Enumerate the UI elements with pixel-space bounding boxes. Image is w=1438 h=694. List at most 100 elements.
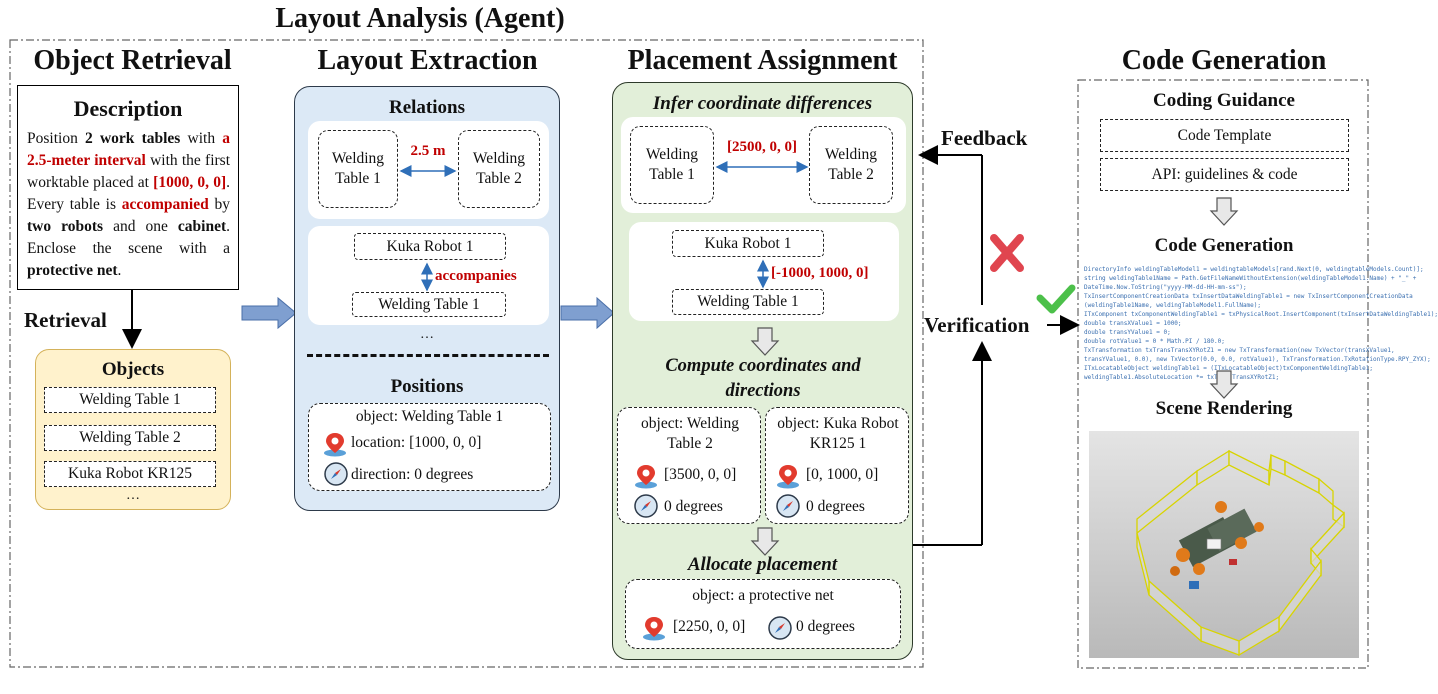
down-arrow-icon: [750, 527, 780, 556]
compass-icon: [768, 616, 792, 640]
description-segment: and one: [103, 218, 178, 235]
object-item: Welding Table 2: [44, 425, 216, 451]
diff-label: [-1000, 1000, 0]: [771, 265, 869, 281]
down-arrow-icon: [1209, 370, 1239, 399]
api-box: API: guidelines & code: [1100, 158, 1349, 191]
object-item: Welding Table 1: [44, 387, 216, 413]
computed-object-name: object: Kuka Robot KR125 1: [777, 415, 899, 452]
allocation-direction: 0 degrees: [796, 618, 855, 635]
agent-frame: [9, 39, 924, 668]
code-line: weldingTable1.AbsoluteLocation *= txTran…: [1084, 374, 1280, 381]
relations-ellipsis: …: [420, 327, 434, 342]
flow-arrow-1: [241, 296, 297, 330]
relations-title: Relations: [389, 97, 465, 118]
code-line: (weldingTable1Name, weldingTableModel1.F…: [1084, 302, 1262, 309]
objects-ellipsis: …: [126, 488, 140, 503]
scene-rendering-title: Scene Rendering: [1155, 398, 1293, 419]
agent-title: Layout Analysis (Agent): [275, 3, 565, 34]
code-line: double transXValue1 = 1000;: [1084, 320, 1182, 327]
description-segment: a 2.5-meter interval: [27, 130, 230, 169]
description-segment: with the first worktable placed at: [27, 152, 230, 191]
placement-title: Placement Assignment: [627, 45, 898, 76]
infer-title: Infer coordinate differences: [652, 93, 873, 114]
description-segment: [1000, 0, 0]: [153, 174, 227, 191]
location-pin-icon: [643, 617, 665, 641]
flow-arrow-2: [560, 296, 615, 330]
computed-object-card: object: Kuka Robot KR125 1 [0, 1000, 0] …: [765, 407, 909, 524]
diff-node: Kuka Robot 1: [672, 230, 824, 257]
relation-node: Welding Table 1: [318, 130, 398, 208]
scene-render-image: [1089, 431, 1359, 658]
diff-arrow: [757, 259, 769, 289]
feedback-label: Feedback: [941, 126, 1028, 150]
reject-icon: [990, 234, 1024, 272]
positions-title: Positions: [390, 376, 464, 397]
computed-location: [3500, 0, 0]: [664, 466, 737, 483]
allocation-card: object: a protective net [2250, 0, 0] 0 …: [625, 579, 901, 649]
relation-card-accompany: Kuka Robot 1 accompanies Welding Table 1: [308, 226, 549, 325]
diff-node: Welding Table 2: [809, 126, 893, 204]
allocation-location: [2250, 0, 0]: [673, 618, 746, 635]
code-line: transYValue1, 0.0), new TxVector(0.0, 0.…: [1084, 356, 1431, 363]
relation-card-distance: Welding Table 1 Welding Table 2 2.5 m: [308, 121, 549, 219]
layout-extraction-title: Layout Extraction: [317, 45, 538, 76]
code-template-box: Code Template: [1100, 119, 1349, 152]
description-segment: accompanied: [121, 196, 209, 213]
verification-label: Verification: [924, 313, 1030, 338]
description-segment: cabinet: [177, 218, 227, 235]
down-arrow-icon: [750, 327, 780, 356]
position-object: object: Welding Table 1: [355, 408, 504, 425]
position-card: object: Welding Table 1 location: [1000,…: [308, 403, 551, 491]
distance-label: 2.5 m: [410, 143, 446, 159]
computed-direction: 0 degrees: [806, 498, 865, 515]
relation-label: accompanies: [435, 268, 517, 284]
compute-title: Compute coordinates and directions: [665, 356, 861, 401]
position-location: location: [1000, 0, 0]: [351, 434, 482, 451]
section-divider: [307, 354, 549, 357]
description-segment: . Enclose the scene with a: [27, 218, 230, 257]
computed-direction: 0 degrees: [664, 498, 723, 515]
location-pin-icon: [324, 433, 346, 457]
diff-arrow: [715, 161, 809, 173]
description-title: Description: [73, 96, 183, 121]
code-snippet: DirectoryInfo weldingTableModel1 = weldi…: [1084, 265, 1438, 385]
accompany-arrow: [421, 262, 433, 292]
relation-node: Kuka Robot 1: [354, 233, 506, 260]
description-segment: protective net: [27, 262, 118, 279]
connectors-layer: [9, 39, 1369, 669]
layout-extraction-panel: Relations Welding Table 1 Welding Table …: [294, 86, 560, 511]
computed-object-name: object: Welding Table 2: [641, 415, 739, 452]
code-line: DateTime.Now.ToString("yyyy-MM-dd-HH-mm-…: [1084, 284, 1247, 291]
description-segment: two robots: [27, 218, 104, 235]
allocation-object: object: a protective net: [692, 587, 834, 604]
allocate-title: Allocate placement: [687, 554, 838, 575]
description-segment: 2 work tables: [85, 130, 181, 147]
location-pin-icon: [635, 465, 657, 489]
code-generation-title: Code Generation: [1121, 45, 1327, 76]
location-pin-icon: [777, 465, 799, 489]
object-retrieval-title: Object Retrieval: [33, 45, 232, 76]
codegen-subtitle: Code Generation: [1154, 235, 1294, 256]
relation-node: Welding Table 1: [352, 292, 506, 317]
distance-arrow: [399, 165, 457, 177]
code-line: ITxComponent txComponentWeldingTable1 = …: [1084, 311, 1438, 318]
code-line: ITxLocatableObject weldingTable1 = (ITxL…: [1084, 365, 1373, 372]
coding-guidance-title: Coding Guidance: [1152, 90, 1295, 111]
object-item: Kuka Robot KR125: [44, 461, 216, 487]
placement-panel: Infer coordinate differences Welding Tab…: [612, 82, 913, 660]
description-segment: by: [208, 196, 230, 213]
description-segment: with: [180, 130, 223, 147]
code-line: double rotValue1 = 0 * Math.PI / 180.0;: [1084, 338, 1225, 345]
retrieval-label: Retrieval: [24, 308, 107, 332]
description-segment: . Every table is: [27, 174, 230, 213]
code-line: TxInsertComponentCreationData txInsertDa…: [1084, 293, 1413, 300]
description-text: Position 2 work tables with a 2.5-meter …: [18, 122, 238, 282]
description-segment: .: [117, 262, 122, 279]
compass-icon: [776, 494, 800, 518]
position-direction: direction: 0 degrees: [351, 466, 474, 483]
objects-title: Objects: [101, 359, 165, 380]
down-arrow-icon: [1209, 197, 1239, 226]
code-line: DirectoryInfo weldingTableModel1 = weldi…: [1084, 266, 1424, 273]
accept-icon: [1036, 284, 1076, 314]
computed-object-card: object: Welding Table 2 [3500, 0, 0] 0 d…: [617, 407, 761, 524]
